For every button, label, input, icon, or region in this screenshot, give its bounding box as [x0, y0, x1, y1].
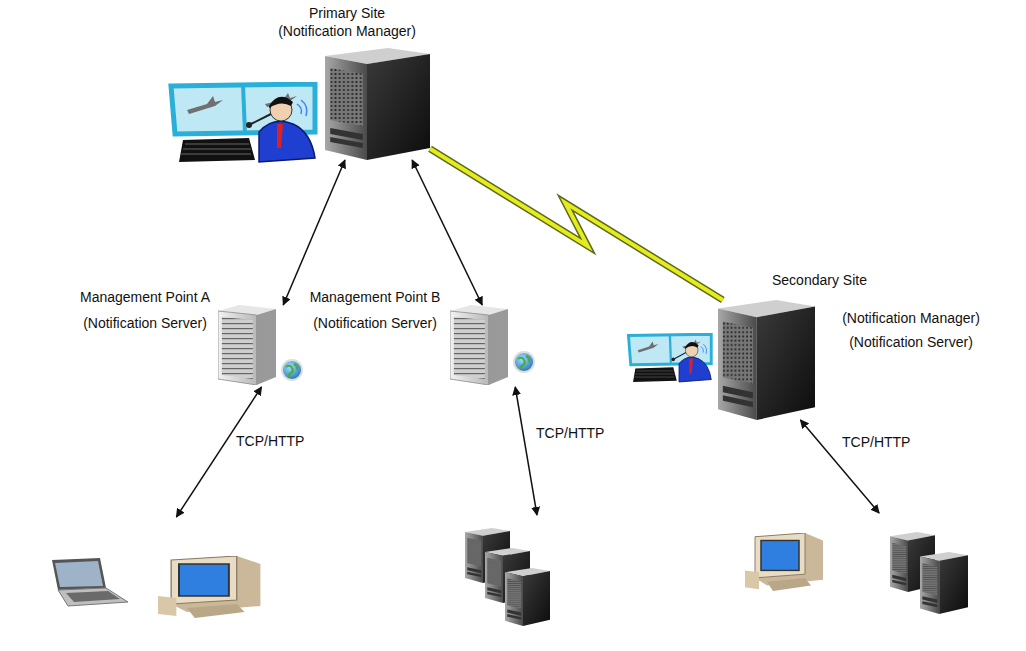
connector-arrow [283, 160, 345, 305]
monitor-icon [158, 556, 260, 618]
group-ellipse [2, 519, 293, 642]
globe-icon [514, 352, 534, 372]
server-node: Primary Site (Notification Manager) [325, 48, 430, 160]
monitor-icon [745, 533, 823, 591]
network-group [360, 515, 655, 645]
ellipse-outline [718, 513, 1022, 643]
connector-arrow [515, 387, 537, 515]
server-tower [325, 48, 430, 160]
protocol-label: TCP/HTTP [234, 433, 306, 449]
server-node: Secondary Site(Notification Manager) (No… [718, 300, 815, 420]
connector-arrow [176, 387, 261, 517]
server-node: Management Point B (Notification Server) [450, 305, 537, 387]
operator-figure [171, 84, 315, 162]
network-group [0, 517, 294, 643]
operator-figure [628, 334, 711, 382]
protocol-label: TCP/HTTP [534, 425, 606, 441]
wan-link [430, 149, 723, 300]
ellipse-outline [0, 517, 294, 643]
connector-arrow [412, 160, 482, 305]
site-label: Management Point A (Notification Server) [70, 284, 220, 336]
rack-server [450, 305, 508, 385]
group-ellipse [720, 515, 1021, 642]
link-outline [430, 149, 723, 300]
group-ellipse [362, 517, 654, 644]
laptop-icon [52, 558, 128, 606]
site-label: Secondary Site [772, 271, 882, 289]
network-group [718, 513, 1022, 643]
ellipse-outline [360, 515, 655, 645]
tower-icon [505, 568, 550, 626]
rack-server [218, 305, 276, 385]
server-node: Management Point A (Notification Server) [218, 305, 305, 387]
site-label: Primary Site (Notification Manager) [274, 4, 420, 40]
tower-icon [920, 552, 968, 614]
protocol-label: TCP/HTTP [840, 434, 912, 450]
server-tower [718, 300, 815, 420]
site-label: Management Point B (Notification Server) [300, 284, 450, 336]
globe-icon [282, 360, 302, 380]
site-label: (Notification Manager) (Notification Ser… [836, 306, 986, 354]
